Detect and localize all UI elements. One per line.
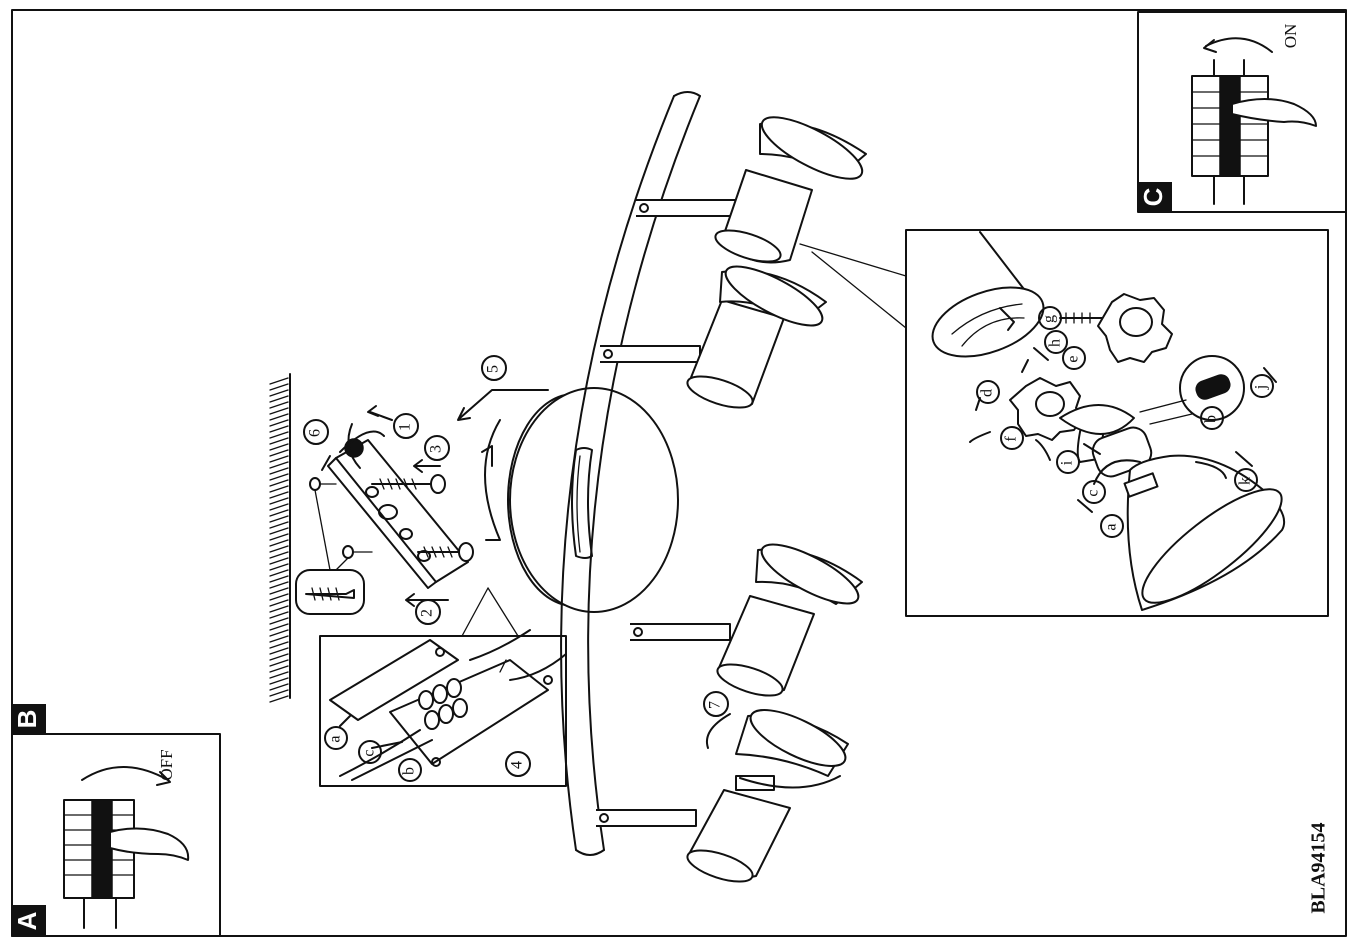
on-arrow (1205, 37, 1273, 53)
panel-a: A OFF (11, 733, 221, 937)
on-label: ON (1281, 24, 1300, 49)
svg-text:e: e (1065, 355, 1082, 362)
svg-text:7: 7 (707, 701, 724, 709)
svg-text:6: 6 (307, 429, 324, 437)
terminal-screws (418, 678, 468, 730)
svg-text:j: j (1253, 385, 1270, 390)
mounting-bracket (327, 438, 469, 589)
bulb-label-j: j (1250, 374, 1274, 398)
wall-hatching (268, 373, 292, 703)
bulb-label-b: b (1200, 406, 1224, 430)
bulb-detail: a b c d e f g h (799, 229, 1329, 617)
bulb-base-icon (1059, 404, 1135, 435)
off-arrow (81, 766, 169, 781)
panel-a-frame (11, 733, 221, 937)
spot-bar (560, 91, 737, 856)
off-label: OFF (157, 749, 176, 780)
gear-ring-upper-icon (1097, 293, 1173, 363)
svg-text:d: d (979, 389, 996, 397)
bulb-label-g: g (1038, 306, 1062, 330)
step-4-marker: 4 (505, 751, 531, 777)
step-5-marker: 5 (481, 355, 507, 381)
bulb-label-k: k (1234, 468, 1258, 492)
svg-text:g: g (1041, 315, 1058, 323)
step-1-marker: 1 (393, 413, 419, 439)
breaker-on-icon (1191, 59, 1317, 205)
bulb-label-i: i (1056, 450, 1080, 474)
wiring-label-b: b (398, 758, 422, 782)
panel-c-letter: C (1138, 187, 1168, 206)
ceiling-canopy (481, 387, 679, 613)
spotlight-1 (714, 116, 867, 264)
panel-a-letter-box (12, 905, 46, 936)
gear-ring-lower-icon (1009, 377, 1083, 441)
step-3-marker: 3 (424, 435, 450, 461)
svg-text:f: f (1003, 436, 1020, 442)
sheet-border (11, 9, 1347, 937)
bulb-label-c: c (1082, 480, 1106, 504)
spotlight-2 (686, 265, 827, 409)
panel-c: C ON (1137, 11, 1347, 213)
wiring-detail: a b c (319, 587, 567, 787)
svg-text:h: h (1047, 339, 1064, 347)
step-6-marker: 6 (303, 419, 329, 445)
svg-text:c: c (361, 749, 378, 756)
svg-text:a: a (1103, 523, 1120, 530)
bulb-detail-frame (905, 229, 1329, 617)
step-2-marker: 2 (415, 599, 441, 625)
svg-text:b: b (401, 767, 418, 775)
svg-text:3: 3 (428, 445, 445, 453)
panel-b-letter-box (12, 704, 46, 734)
bulb-label-d: d (976, 380, 1000, 404)
step-5-arrow (459, 389, 549, 419)
panel-c-letter-box (1138, 182, 1172, 212)
wall-plugs (295, 477, 373, 615)
svg-text:a: a (327, 735, 344, 742)
spotlight-3 (716, 543, 863, 697)
svg-text:i: i (1059, 460, 1076, 465)
svg-text:5: 5 (485, 365, 502, 373)
step-7-marker: 7 (703, 691, 729, 717)
screws (371, 474, 474, 562)
svg-text:b: b (1203, 415, 1220, 423)
step-markers: 1 2 3 4 5 6 7 (303, 355, 729, 777)
svg-text:2: 2 (419, 609, 436, 617)
bulb-label-a: a (1100, 514, 1124, 538)
panel-a-letter: A (12, 911, 42, 930)
lamp-socket-housing (931, 286, 1045, 358)
bulb-label-h: h (1044, 330, 1068, 354)
wiring-label-a: a (324, 726, 348, 750)
spotlight-4-exploded (686, 709, 849, 883)
svg-text:k: k (1237, 477, 1254, 485)
svg-text:4: 4 (509, 761, 526, 769)
panel-c-frame (1137, 11, 1347, 213)
product-code: BLA94154 (1308, 822, 1330, 913)
svg-text:1: 1 (397, 423, 414, 431)
breaker-off-icon (63, 799, 190, 929)
svg-text:c: c (1085, 489, 1102, 496)
panel-b-letter: B (12, 710, 42, 729)
bulb-label-f: f (1000, 426, 1024, 450)
wiring-detail-frame (319, 635, 567, 787)
bulb-label-e: e (1062, 346, 1086, 370)
wiring-label-c: c (358, 740, 382, 764)
